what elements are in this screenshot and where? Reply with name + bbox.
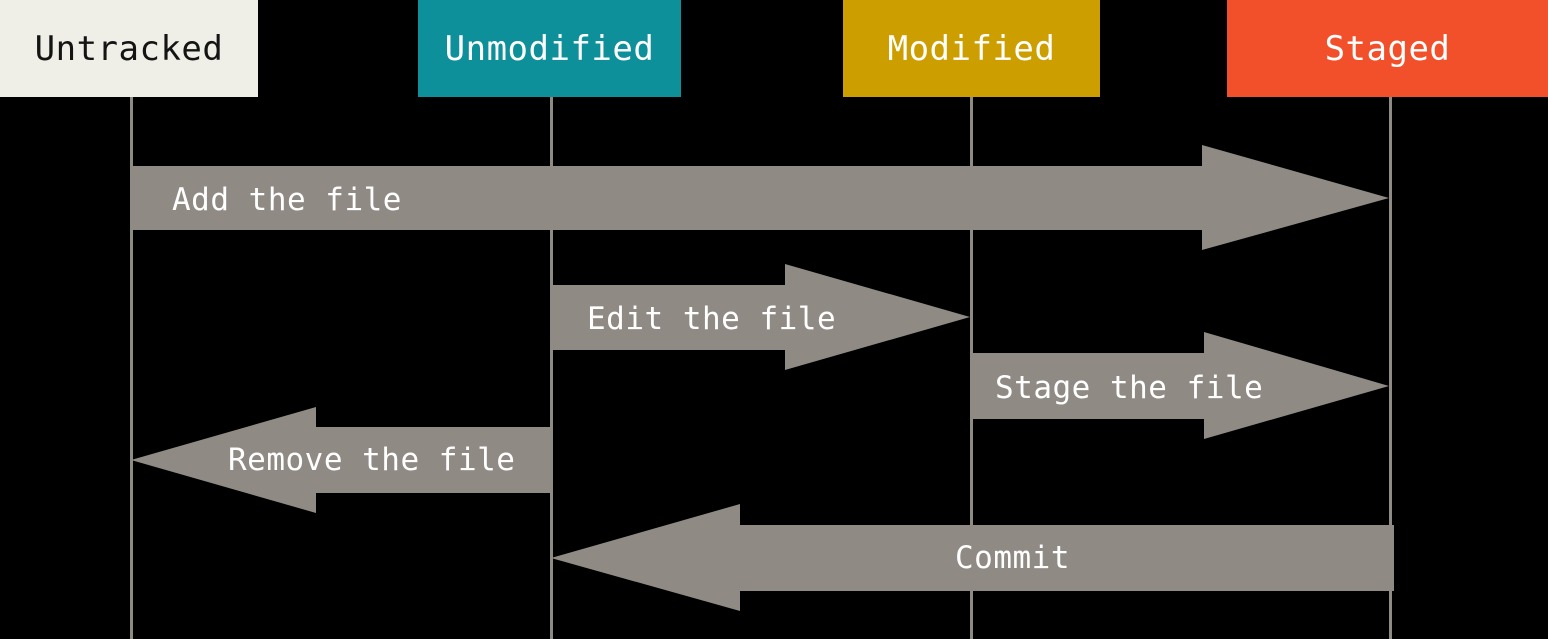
arrow-label-add: Add the file [172,182,402,218]
state-label-staged: Staged [1324,28,1451,69]
lifeline-staged [1389,97,1392,639]
state-label-modified: Modified [887,28,1056,69]
state-box-unmodified: Unmodified [418,0,681,97]
arrow-label-commit: Commit [955,540,1070,576]
state-label-unmodified: Unmodified [444,28,655,69]
state-box-untracked: Untracked [0,0,258,97]
state-box-staged: Staged [1227,0,1548,97]
lifeline-unmodified [550,97,553,639]
arrow-label-remove: Remove the file [228,442,516,478]
arrow-label-edit: Edit the file [587,301,837,337]
state-box-modified: Modified [843,0,1100,97]
lifeline-untracked [130,97,133,639]
arrow-label-stage: Stage the file [995,370,1264,406]
state-label-untracked: Untracked [34,28,224,69]
